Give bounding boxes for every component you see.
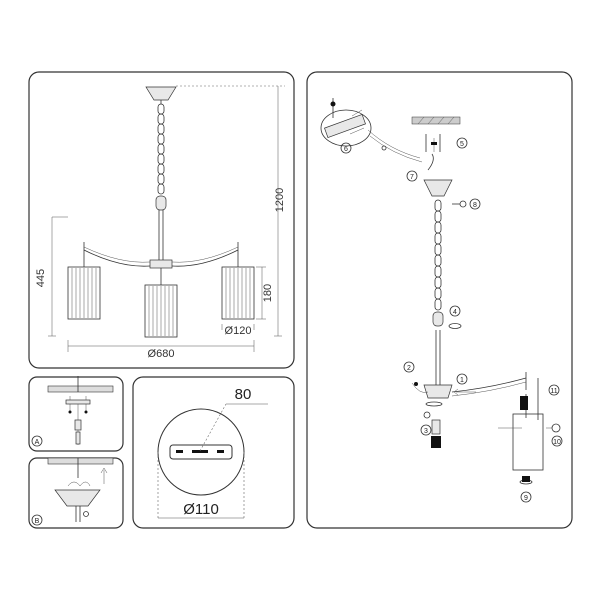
canopy-dimension-lines <box>157 403 268 519</box>
assembly-chain <box>434 199 442 311</box>
step-11: 11 <box>548 384 560 396</box>
mount-step-b <box>47 457 114 522</box>
step-4: 4 <box>449 305 461 317</box>
mount-step-a <box>47 376 114 445</box>
dimension-lines <box>48 85 285 352</box>
label-a-circle <box>31 435 43 447</box>
dim-shade-height: 180 <box>262 284 274 302</box>
dim-canopy-diameter: Ø110 <box>183 501 219 518</box>
label-b: B <box>35 518 40 525</box>
arm-hub <box>149 259 173 269</box>
svg-text:5: 5 <box>460 141 464 148</box>
ceiling-canopy <box>145 86 177 101</box>
svg-text:1: 1 <box>460 377 464 384</box>
arm-left <box>83 249 151 267</box>
step-10: 10 <box>551 435 563 447</box>
panel-assembly <box>306 71 573 529</box>
canopy-plate-top-view <box>157 408 245 496</box>
svg-text:4: 4 <box>453 309 457 316</box>
label-a: A <box>35 439 40 446</box>
step-markers: 1 2 3 4 5 6 7 8 <box>340 137 563 503</box>
shade-center <box>144 284 178 338</box>
svg-text:9: 9 <box>524 495 528 502</box>
step-9: 9 <box>520 491 532 503</box>
assembly-illustration <box>320 98 561 485</box>
arm-right <box>171 249 239 267</box>
step-6: 6 <box>340 142 352 154</box>
step-7: 7 <box>406 170 418 182</box>
chandelier-front-view <box>67 86 255 338</box>
panel-dimensions <box>28 71 295 369</box>
step-5: 5 <box>456 137 468 149</box>
svg-text:8: 8 <box>473 202 477 209</box>
chain-hook <box>155 195 167 211</box>
dim-mount-spacing: 80 <box>235 386 252 403</box>
panel-a <box>28 376 124 452</box>
dim-height-total: 1200 <box>274 188 286 212</box>
svg-text:7: 7 <box>410 174 414 181</box>
dim-height-body: 445 <box>35 269 47 287</box>
chain <box>157 103 165 195</box>
step-3: 3 <box>420 424 432 436</box>
shade-left <box>67 266 101 320</box>
step-1: 1 <box>456 373 468 385</box>
svg-text:2: 2 <box>407 365 411 372</box>
panel-canopy-detail <box>132 376 295 529</box>
label-b-circle <box>31 514 43 526</box>
svg-text:11: 11 <box>550 388 557 395</box>
svg-text:6: 6 <box>344 146 348 153</box>
shade-right <box>221 266 255 320</box>
step-8: 8 <box>469 198 481 210</box>
step-2: 2 <box>403 361 415 373</box>
svg-text:3: 3 <box>424 428 428 435</box>
svg-text:10: 10 <box>553 439 561 446</box>
dim-shade-diameter: Ø120 <box>225 325 252 337</box>
dim-width-total: Ø680 <box>148 348 175 360</box>
